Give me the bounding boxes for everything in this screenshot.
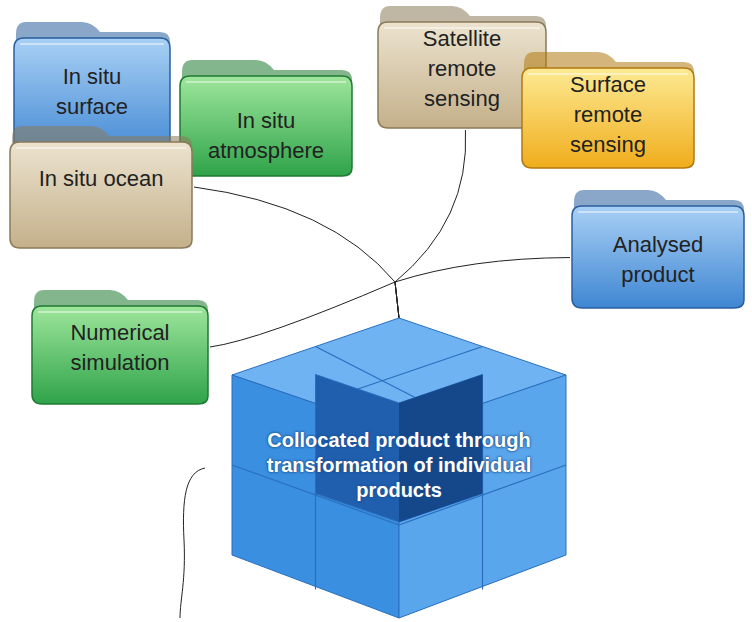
folder-shape [30, 288, 210, 406]
folder-highlight [578, 211, 738, 213]
folder-highlight [20, 43, 164, 45]
merge-line [395, 130, 466, 318]
folder-box: Analysed product [570, 188, 746, 310]
folder-box: In situ ocean [8, 124, 194, 250]
folder-label: Surface remote sensing [520, 70, 696, 160]
folder-box: Surface remote sensing [520, 50, 696, 170]
folder-highlight [38, 311, 202, 313]
folder-label: Numerical simulation [30, 318, 210, 378]
leader-line [180, 468, 205, 618]
folder-label: In situ atmosphere [178, 106, 354, 166]
folder-label: In situ ocean [8, 164, 194, 194]
folder-highlight [186, 81, 346, 83]
folder-box: Numerical simulation [30, 288, 210, 406]
folder-highlight [16, 147, 186, 149]
cube-label: Collocated product through transformatio… [232, 428, 566, 503]
merge-line [395, 258, 570, 318]
folder-label: In situ surface [12, 62, 172, 122]
folder-label: Analysed product [570, 230, 746, 290]
folder-box: In situ atmosphere [178, 58, 354, 178]
merge-line [194, 187, 399, 318]
data-cube: Collocated product through transformatio… [232, 318, 566, 618]
folder-back [32, 290, 208, 404]
folder-body [10, 142, 192, 248]
